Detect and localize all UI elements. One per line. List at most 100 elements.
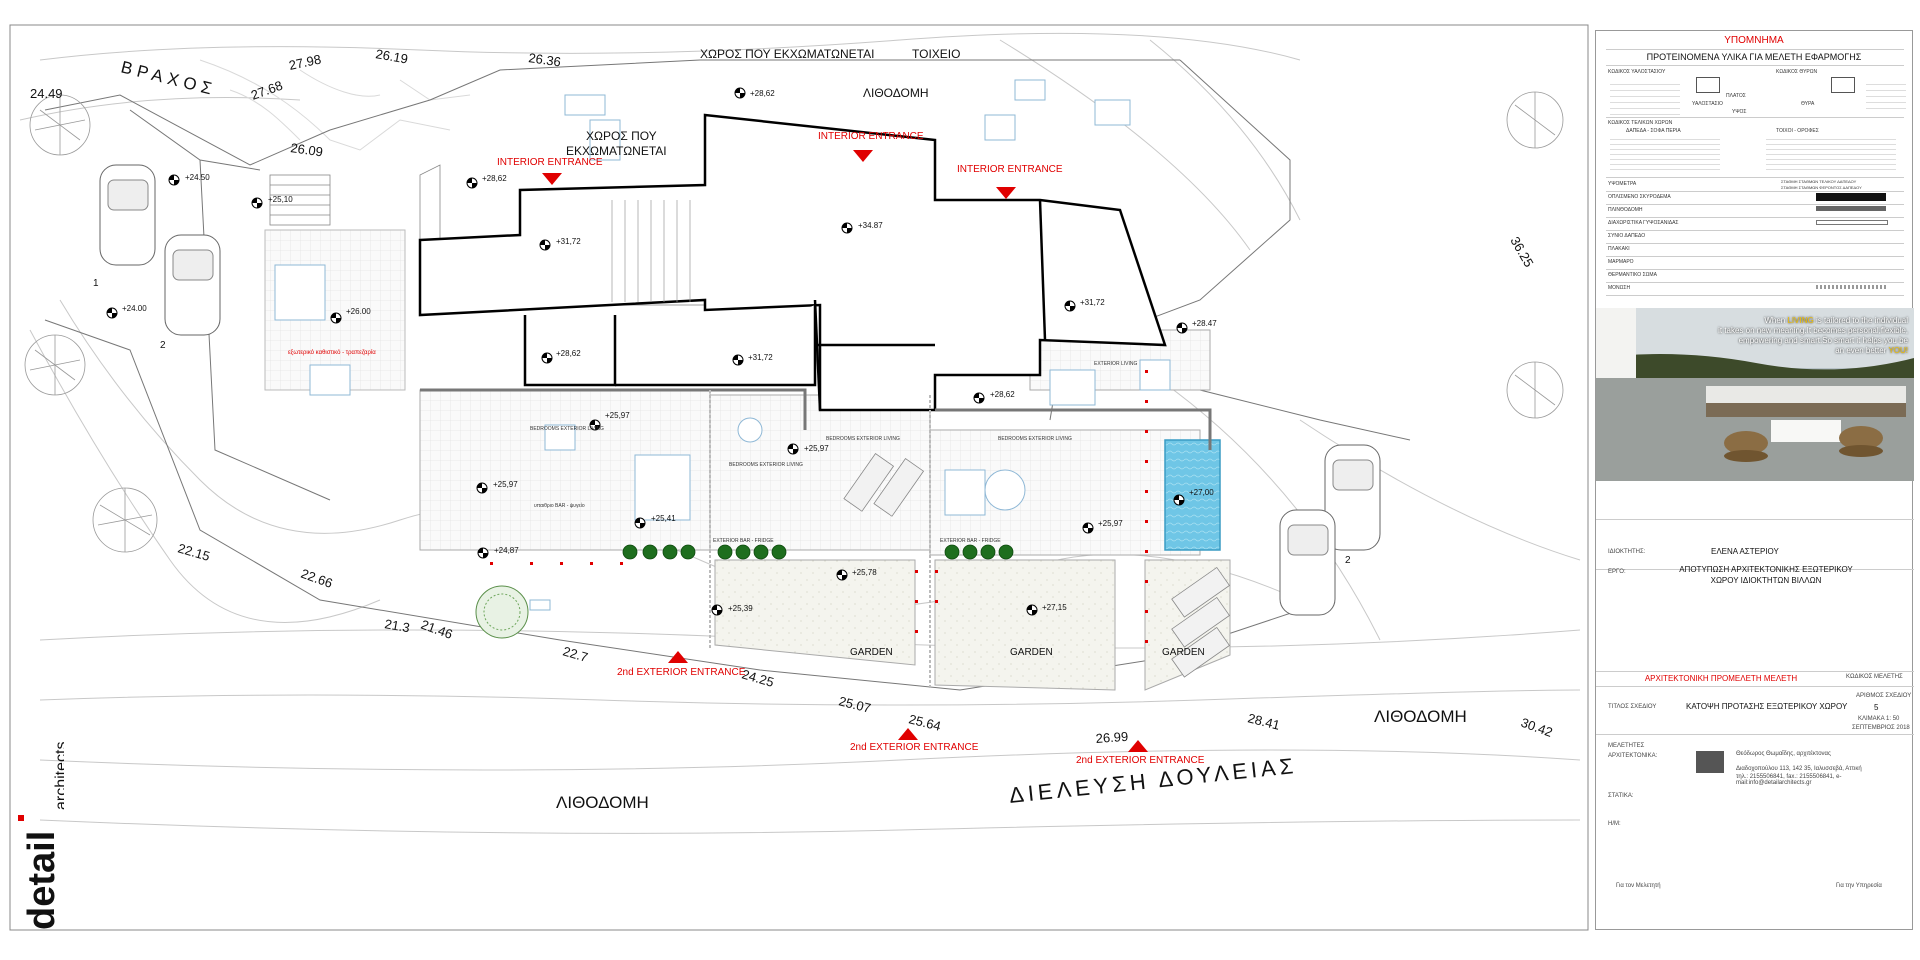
level-text-1: +28,62 xyxy=(750,89,775,98)
mechanical-label: Η/Μ: xyxy=(1608,821,1621,827)
entrance-arrows xyxy=(542,150,1148,752)
parking-cars-left xyxy=(99,164,221,336)
parking-number-2: 2 xyxy=(160,340,166,351)
level-text-7: +31,72 xyxy=(748,353,773,362)
level-text-19: +25,78 xyxy=(852,568,877,577)
divider xyxy=(1606,117,1904,118)
contour-13: 24.25 xyxy=(740,666,775,689)
level-text-18: +24,87 xyxy=(494,546,519,555)
level-text-4: +34.87 xyxy=(858,221,883,230)
material-row-levels: ΥΨΟΜΕΤΡΑ xyxy=(1608,181,1637,187)
level-text-15: +25,97 xyxy=(804,444,829,453)
architect-address: Διαδοχοπούλου 113, 142 35, Ιαλυσσεβά, Ατ… xyxy=(1736,766,1862,772)
label-bedrooms-living-3: BEDROOMS EXTERIOR LIVING xyxy=(826,436,900,442)
divider xyxy=(1596,569,1914,570)
static-label: ΣΤΑΤΙΚΑ: xyxy=(1608,793,1634,799)
villa-footprint xyxy=(418,113,1167,412)
property-divides xyxy=(709,390,931,690)
level-text-11: +25,10 xyxy=(268,195,293,204)
contour-14: 25.07 xyxy=(837,693,872,715)
final-floor-note: ΣΤΑΘΜΗ ΣΤΑΘΜΩΝ ΤΕΛΙΚΟΥ ΔΑΠΕΔΟΥ xyxy=(1781,179,1857,184)
label-bar-2: EXTERIOR BAR - FRIDGE xyxy=(940,538,1001,544)
wall-notes xyxy=(1766,135,1896,173)
sign-for-designer: Για τον Μελετητή xyxy=(1616,883,1661,889)
drawing-title: ΚΑΤΟΨΗ ΠΡΟΤΑΣΗΣ ΕΞΩΤΕΡΙΚΟΥ ΧΩΡΟΥ xyxy=(1686,702,1848,711)
drawing-number: 5 xyxy=(1874,703,1879,712)
level-text-5: +31,72 xyxy=(1080,298,1105,307)
label-bar-1: EXTERIOR BAR - FRIDGE xyxy=(713,538,774,544)
drawing-number-label: ΑΡΙΘΜΟΣ ΣΧΕΔΙΟΥ xyxy=(1856,693,1912,699)
contour-18: 30.42 xyxy=(1519,715,1555,740)
label-exterior-entrance-1: 2nd EXTERIOR ENTRANCE xyxy=(617,667,746,678)
caption-better: an even better xyxy=(1835,346,1887,355)
floor-notes xyxy=(1610,135,1720,173)
label-embankment-top: ΧΩΡΟΣ ΠΟΥ ΕΚΧΩΜΑΤΩΝΕΤΑΙ xyxy=(700,47,874,61)
level-text-12: +24.00 xyxy=(122,304,147,313)
label-wall: ΤΟΙΧΕΙΟ xyxy=(912,47,960,61)
project-line-2: ΧΩΡΟΥ ΙΔΙΟΚΤΗΤΩΝ ΒΙΛΛΩΝ xyxy=(1710,576,1822,585)
glazing-symbol xyxy=(1696,77,1720,93)
label-bedrooms-living-4: BEDROOMS EXTERIOR LIVING xyxy=(998,436,1072,442)
label-bedrooms-living-1: BEDROOMS EXTERIOR LIVING xyxy=(530,426,604,432)
contour-8: 22.15 xyxy=(176,540,211,563)
door-label: ΘΥΡΑ xyxy=(1801,101,1815,107)
contour-9: 22.66 xyxy=(299,566,335,591)
level-markers xyxy=(106,87,1188,616)
villa-terrace-wall xyxy=(420,388,1212,450)
parking-cars-right xyxy=(1279,444,1381,616)
drawing-border xyxy=(9,24,1589,931)
material-row-concrete: ΟΠΛΙΣΜΕΝΟ ΣΚΥΡΟΔΕΜΑ xyxy=(1608,194,1671,200)
reference-photo: When LIVING is tailored to the individua… xyxy=(1596,308,1914,481)
label-stone-bottom: ΛΙΘΟΔΟΜΗ xyxy=(556,793,649,812)
sun-loungers xyxy=(843,453,1230,678)
divider xyxy=(1606,295,1904,296)
divider xyxy=(1606,256,1904,257)
door-code-label: ΚΩΔΙΚΟΣ ΘΥΡΩΝ xyxy=(1776,69,1818,75)
logo-brand: detail xyxy=(21,831,63,930)
project-label: ΕΡΓΟ: xyxy=(1608,569,1626,575)
level-text-10: +24.50 xyxy=(185,173,210,182)
garden-tree-canopy xyxy=(483,593,521,631)
divider xyxy=(1606,230,1904,231)
divider xyxy=(1606,204,1904,205)
label-outdoor-seating: εξωτερικό καθιστικό - τραπεζαρία xyxy=(288,349,376,356)
label-garden-1: GARDEN xyxy=(850,647,893,658)
legend-title: ΥΠΟΜΝΗΜΑ xyxy=(1724,35,1784,46)
level-text-21: +25,97 xyxy=(1098,519,1123,528)
designers-label: ΜΕΛΕΤΗΤΕΣ xyxy=(1608,743,1645,749)
contour-12: 22.7 xyxy=(561,643,589,664)
garden-tree xyxy=(475,585,529,639)
divider xyxy=(1606,243,1904,244)
level-text-6: +28,62 xyxy=(556,349,581,358)
planters xyxy=(622,544,1014,560)
rock-area xyxy=(199,59,471,151)
caption-line3: empowering and smart.So smart it helps y… xyxy=(1738,336,1908,345)
contour-11: 21.46 xyxy=(419,617,455,642)
divider xyxy=(1606,177,1904,178)
contour-4: 26.36 xyxy=(528,50,562,69)
pergola xyxy=(611,200,691,302)
parking-number-3: 2 xyxy=(1345,555,1351,566)
contour-7: 36.25 xyxy=(1507,234,1536,270)
label-garden-3: GARDEN xyxy=(1162,647,1205,658)
divider xyxy=(1606,269,1904,270)
contour-17: 28.41 xyxy=(1246,710,1281,732)
material-row-marble: ΜΑΡΜΑΡΟ xyxy=(1608,259,1634,265)
label-rock: ΒΡΑΧΟΣ xyxy=(119,57,219,99)
architect-contact: τηλ.: 2155506841, fax.: 2155506841, e-ma… xyxy=(1736,774,1842,786)
level-text-9: +28,62 xyxy=(990,390,1015,399)
rough-floor-note: ΣΤΑΘΜΗ ΣΤΑΘΜΩΝ ΦΕΡΟΝΤΟΣ ΔΑΠΕΔΟΥ xyxy=(1781,185,1862,190)
owner-label: ΙΔΙΟΚΤΗΤΗΣ: xyxy=(1608,549,1646,555)
sign-for-authority: Για την Υπηρεσία xyxy=(1836,883,1882,889)
contour-1: 24.49 xyxy=(30,86,63,101)
site-plan-drawing: ΧΩΡΟΣ ΠΟΥ ΕΚΧΩΜΑΤΩΝΕΤΑΙ ΤΟΙΧΕΙΟ ΛΙΘΟΔΟΜΗ… xyxy=(9,24,1589,931)
parking-number-1: 1 xyxy=(93,278,99,289)
level-text-20: +25,39 xyxy=(728,604,753,613)
level-text-13: +26.00 xyxy=(346,307,371,316)
swatch-brick xyxy=(1816,206,1886,211)
space-code-label: ΚΩΔΙΚΟΣ ΤΕΛΙΚΩΝ ΧΩΡΩΝ xyxy=(1608,120,1673,126)
architect-name: Θεόδωρος Θωμαΐδης, αρχιτέκτονας xyxy=(1736,751,1831,757)
drawing-date: ΣΕΠΤΕΜΒΡΙΟΣ 2018 xyxy=(1852,725,1910,731)
furniture xyxy=(274,79,1171,611)
owner-value: ΕΛΕΝΑ ΑΣΤΕΡΙΟΥ xyxy=(1711,547,1779,556)
